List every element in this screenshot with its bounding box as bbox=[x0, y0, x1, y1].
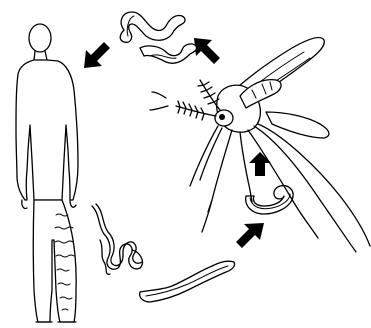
human-torso bbox=[16, 60, 78, 200]
human-head bbox=[29, 24, 51, 52]
mosquito-eye bbox=[219, 114, 225, 120]
mosquito-antenna-tips bbox=[150, 92, 168, 110]
larva-icon bbox=[140, 261, 235, 302]
mosquito-icon bbox=[150, 38, 370, 252]
mosquito-proboscis bbox=[190, 126, 218, 186]
human-figure-icon bbox=[16, 24, 78, 322]
arrow-up-right-icon bbox=[236, 223, 264, 248]
mosquito-antenna-top bbox=[198, 80, 220, 110]
worm-icon bbox=[120, 12, 196, 63]
arrow-down-left-icon bbox=[84, 42, 110, 68]
arrow-up-icon bbox=[249, 152, 271, 176]
arrow-up-left-icon bbox=[194, 38, 220, 64]
microfilaria-icon bbox=[92, 204, 142, 274]
human-legs bbox=[33, 200, 76, 322]
